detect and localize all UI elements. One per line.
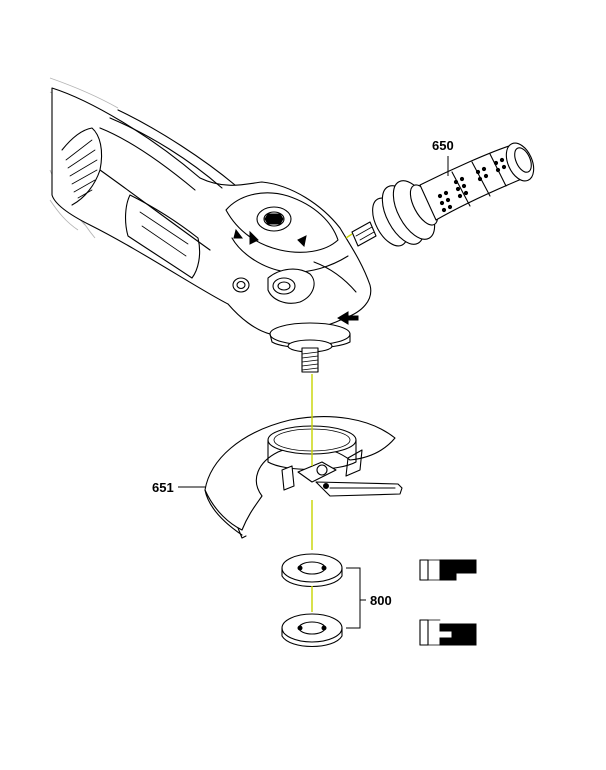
assembly-axis <box>311 233 353 612</box>
flange-section-lower <box>419 619 477 646</box>
leader-lines <box>178 156 449 629</box>
grip-texture <box>437 157 507 213</box>
auxiliary-handle <box>351 142 535 247</box>
wheel-guard <box>204 416 403 539</box>
flange-nut-upper <box>281 553 343 587</box>
part-label-650: 650 <box>432 138 454 153</box>
part-label-800: 800 <box>370 593 392 608</box>
flange-nut-lower <box>281 613 343 647</box>
axis-handle <box>345 233 353 239</box>
angle-grinder-body <box>49 77 372 373</box>
flange-section-upper <box>419 559 477 581</box>
part-label-651: 651 <box>152 480 174 495</box>
